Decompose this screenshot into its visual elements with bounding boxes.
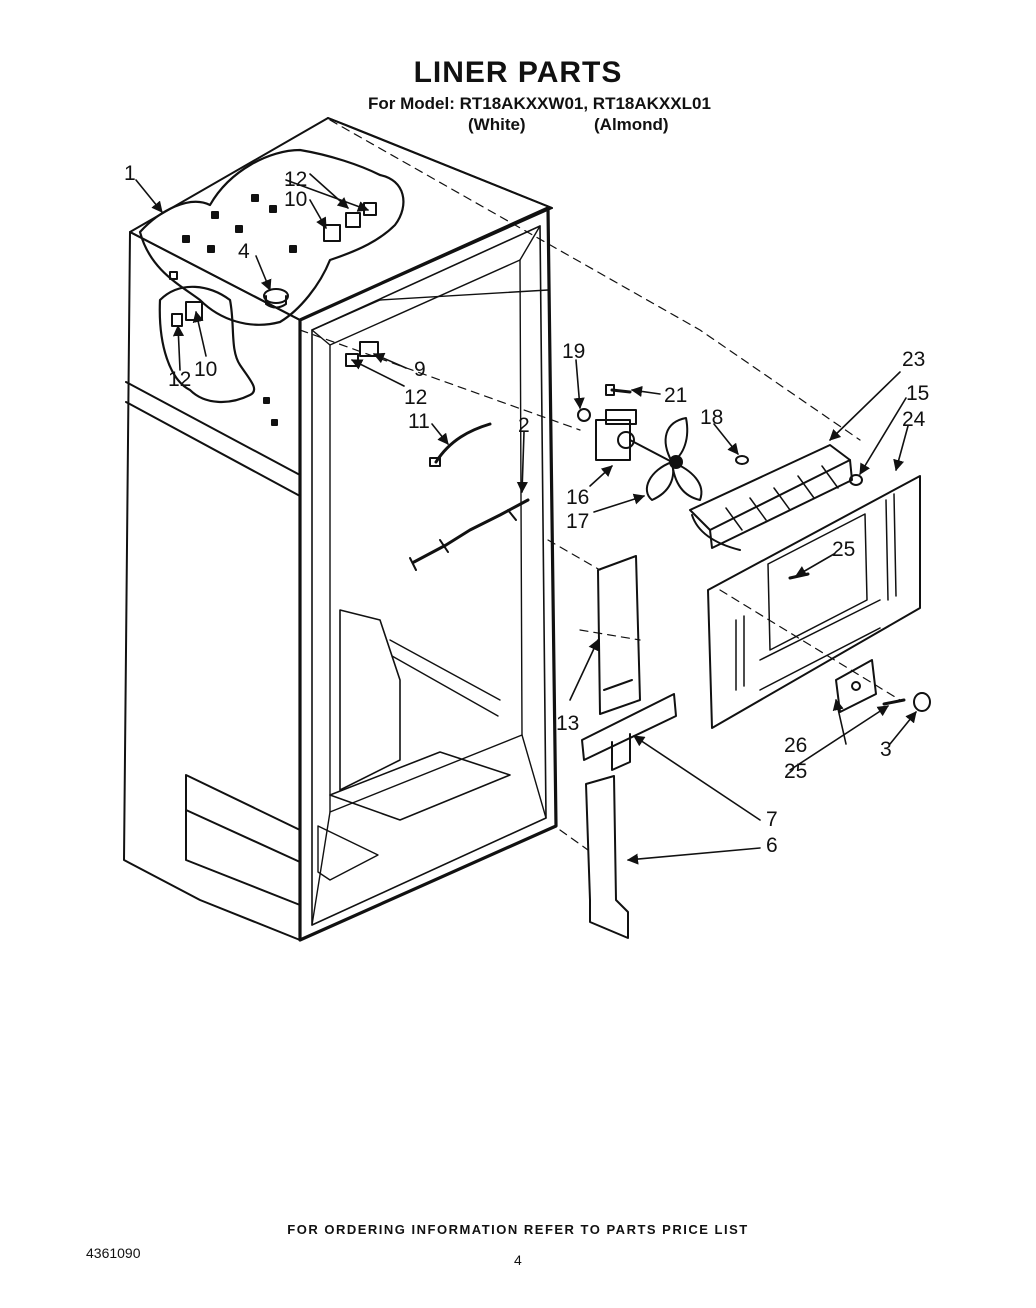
part-21-screw <box>605 384 632 396</box>
callout-18: 18 <box>700 406 723 429</box>
assembly-lines <box>299 119 901 851</box>
callout-12-left: 12 <box>168 368 191 391</box>
callout-10-upper: 10 <box>284 188 307 211</box>
part-15-screw <box>849 474 863 486</box>
callout-11: 11 <box>408 410 430 433</box>
part-11-wire <box>429 422 492 467</box>
callout-26: 26 <box>784 734 807 757</box>
part-10-bracket-upper <box>323 202 377 242</box>
callout-19: 19 <box>562 340 585 363</box>
callout-12-upper: 12 <box>284 168 307 191</box>
callout-9: 9 <box>414 358 426 381</box>
part-4-plug <box>263 288 289 309</box>
part-18-lamp <box>735 455 749 465</box>
model-line: For Model: RT18AKXXW01, RT18AKXXL01 <box>368 94 711 113</box>
part-2-harness <box>409 498 530 571</box>
part-23-grille <box>689 444 853 551</box>
callout-6: 6 <box>766 834 778 857</box>
page-title: LINER PARTS <box>413 56 623 89</box>
callout-2: 2 <box>518 414 530 437</box>
callout-24: 24 <box>902 408 926 431</box>
callout-16: 16 <box>566 486 589 509</box>
callout-10-left: 10 <box>194 358 217 381</box>
part-19-nut <box>577 408 591 422</box>
callout-3: 3 <box>880 738 892 761</box>
part-3-cap <box>913 692 931 712</box>
part-10-bracket-left <box>171 301 203 327</box>
variant-almond: (Almond) <box>594 115 669 134</box>
page-number: 4 <box>514 1252 522 1268</box>
part-26-plate <box>835 659 877 713</box>
variant-white: (White) <box>468 115 526 134</box>
part-16-fan-motor <box>595 409 673 463</box>
part-7-baffle <box>581 693 677 771</box>
callout-23: 23 <box>902 348 925 371</box>
callout-13: 13 <box>556 712 579 735</box>
callout-1: 1 <box>124 162 136 185</box>
part-24-evaporator-cover <box>707 475 921 729</box>
callout-4: 4 <box>238 240 250 263</box>
callout-15: 15 <box>906 382 929 405</box>
part-13-duct-cover <box>597 555 641 715</box>
ordering-note: FOR ORDERING INFORMATION REFER TO PARTS … <box>287 1222 749 1237</box>
callout-12-mid: 12 <box>404 386 427 409</box>
callout-labels: 1 12 10 4 12 10 9 12 11 2 19 21 18 16 17… <box>124 162 929 857</box>
part-6-duct <box>585 775 629 939</box>
callout-7: 7 <box>766 808 778 831</box>
cabinet-opening-frame <box>298 206 558 942</box>
cabinet-liner <box>123 117 553 941</box>
callout-25-upper: 25 <box>832 538 855 561</box>
callout-25-lower: 25 <box>784 760 807 783</box>
callout-21: 21 <box>664 384 687 407</box>
document-number: 4361090 <box>86 1245 141 1261</box>
callout-17: 17 <box>566 510 589 533</box>
part-25-screw-lower <box>882 698 906 706</box>
leader-arrows <box>135 173 917 865</box>
part-17-fan-blade <box>645 417 703 501</box>
